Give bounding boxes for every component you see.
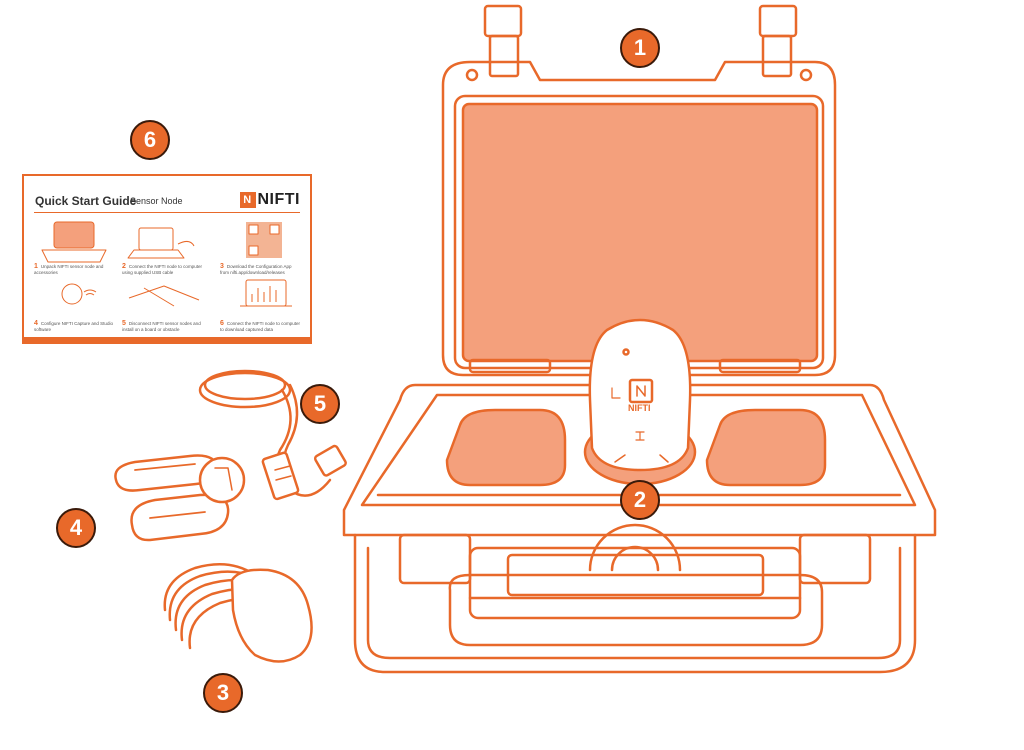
guide-divider [34,212,300,213]
callout-2: 2 [620,480,660,520]
callout-1: 1 [620,28,660,68]
callout-4: 4 [56,508,96,548]
guide-brand: NIFTI [257,191,300,208]
callout-5: 5 [300,384,340,424]
sensor-node-brand: NIFTI [628,403,651,413]
sensor-node [588,318,692,472]
adhesive-pads [163,563,313,663]
callout-3: 3 [203,673,243,713]
guide-illustrations [41,221,292,307]
guide-footer-bar [24,337,310,342]
nifti-mark-icon: N [239,192,256,208]
wrist-straps [114,454,246,542]
callout-6: 6 [130,120,170,160]
usb-cable [198,369,347,501]
guide-title: Quick Start Guide [35,194,137,208]
guide-subtitle: Sensor Node [130,196,183,206]
